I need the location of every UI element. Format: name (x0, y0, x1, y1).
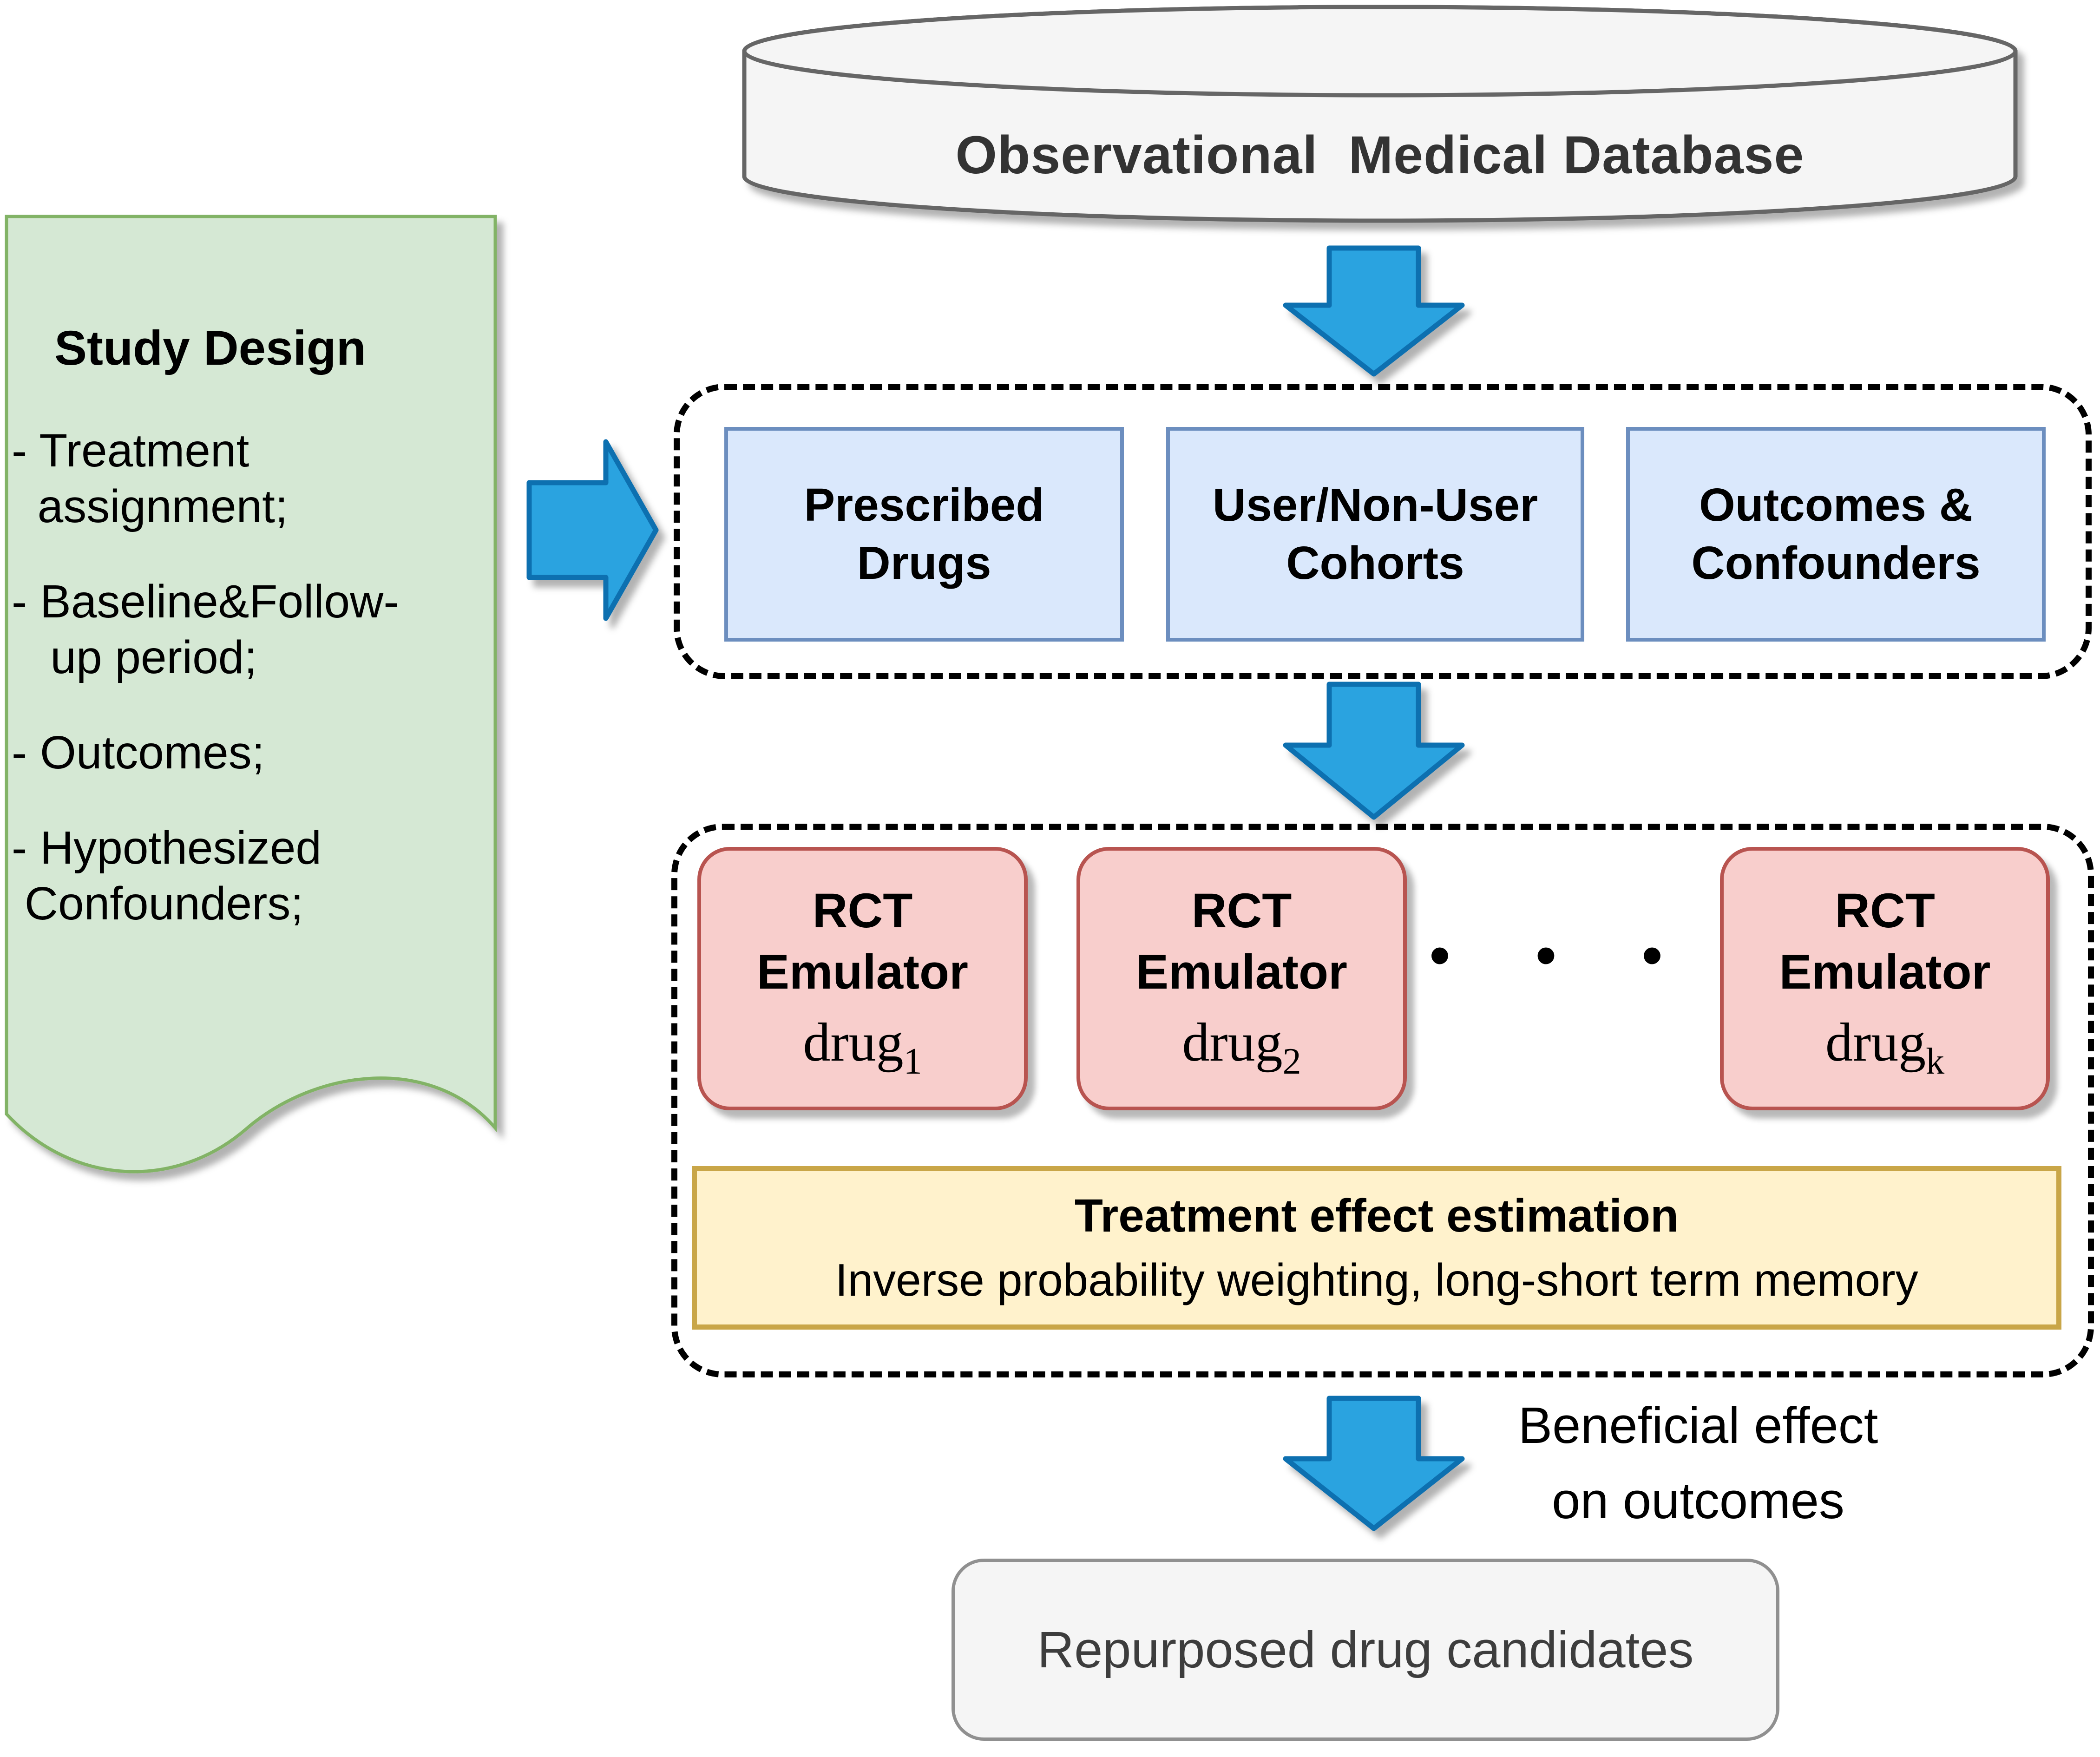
study-design-item-outcomes: - Outcomes; (12, 727, 265, 779)
repurposed-drug-label: Repurposed drug candidates (1037, 1621, 1694, 1678)
rct-emulator-2-drug-subscript: 2 (1282, 1041, 1301, 1082)
treatment-estimation-subtitle: Inverse probability weighting, long-shor… (835, 1254, 1918, 1305)
study-design-title: Study Design (54, 321, 366, 375)
cohort-box-prescribed-drugs-label: Prescribed Drugs (804, 479, 1044, 589)
study-design-item-confounders: - Hypothesized Confounders; (12, 822, 322, 930)
cohort-box-user-nonuser: User/Non-User Cohorts (1166, 427, 1584, 642)
cohort-box-user-nonuser-label: User/Non-User Cohorts (1212, 479, 1538, 589)
emulator-ellipsis-dots: • • • (1430, 923, 1697, 988)
rct-emulator-box-1: RCT Emulator drug1 (697, 847, 1028, 1110)
rct-emulator-k-drug-subscript: k (1926, 1041, 1945, 1082)
study-design-item-baseline: - Baseline&Follow- up period; (12, 576, 399, 683)
rct-emulator-1-line1: RCT (812, 883, 913, 938)
beneficial-effect-caption: Beneficial effect on outcomes (1518, 1397, 1878, 1529)
rct-emulator-1-drug-subscript: 1 (903, 1041, 922, 1082)
arrow-down-cohorts-to-emulation-icon (1283, 682, 1465, 820)
treatment-estimation-box: Treatment effect estimation Inverse prob… (692, 1166, 2061, 1330)
rct-emulator-2-line2: Emulator (1135, 944, 1348, 999)
rct-emulator-k-drug-label: drugk (1825, 1011, 1945, 1082)
arrow-down-emulation-to-result-icon (1283, 1396, 1465, 1531)
cohort-box-prescribed-drugs: Prescribed Drugs (724, 427, 1124, 642)
rct-emulator-k-line1: RCT (1835, 883, 1935, 938)
emulation-dashed-group (671, 824, 2094, 1377)
rct-emulator-box-k: RCT Emulator drugk (1720, 847, 2050, 1110)
study-design-tape-shape (5, 215, 497, 1174)
rct-emulator-1-line2: Emulator (756, 944, 969, 999)
rct-emulator-k-line2: Emulator (1779, 944, 1991, 999)
database-label: Observational Medical Database (955, 125, 1805, 185)
study-design-note: Study Design - Treatment assignment; - B… (12, 318, 481, 971)
treatment-estimation-title: Treatment effect estimation (1074, 1190, 1679, 1242)
rct-emulator-2-drug-label: drug2 (1182, 1011, 1301, 1082)
cohort-extraction-dashed-group (674, 384, 2092, 679)
arrow-right-design-to-cohorts-icon (526, 439, 659, 621)
rct-emulator-box-2: RCT Emulator drug2 (1076, 847, 1407, 1110)
study-design-item-treatment: - Treatment assignment; (12, 425, 288, 532)
database-cylinder-shape (742, 5, 2018, 223)
rct-emulator-2-line1: RCT (1191, 883, 1292, 938)
cohort-box-outcomes-confounders: Outcomes & Confounders (1626, 427, 2046, 642)
repurposed-drug-box: Repurposed drug candidates (952, 1559, 1779, 1741)
arrow-down-db-to-cohorts-icon (1283, 245, 1465, 377)
cohort-box-outcomes-confounders-label: Outcomes & Confounders (1691, 479, 1981, 589)
rct-emulator-1-drug-label: drug1 (803, 1011, 922, 1082)
